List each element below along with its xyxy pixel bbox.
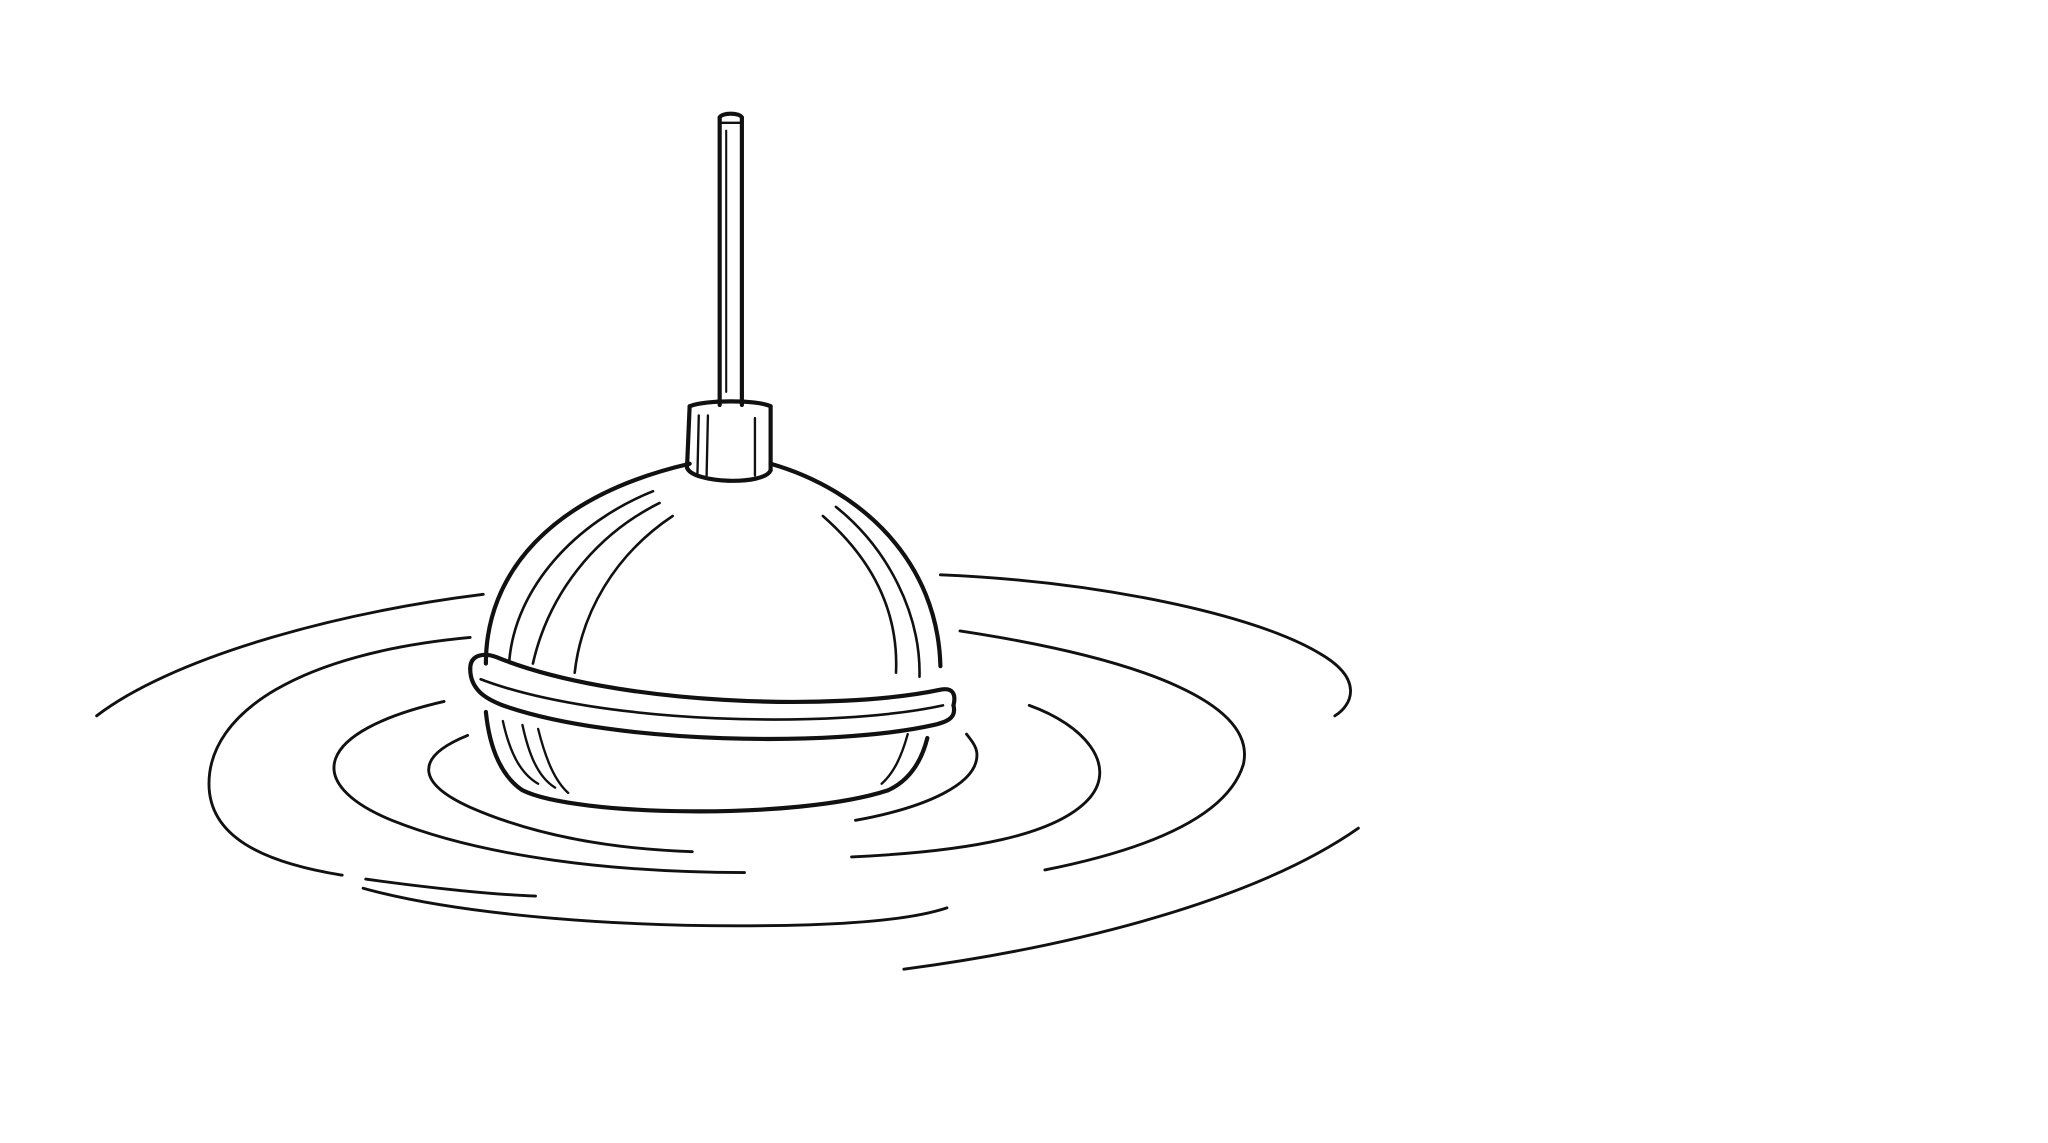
water-ripples xyxy=(95,573,1360,971)
lower-hull-shade-1 xyxy=(501,719,540,785)
ripple-outer-right xyxy=(938,573,1352,718)
lower-hull-shade-3 xyxy=(536,727,570,795)
ring-inner-line xyxy=(479,677,945,721)
buoy-dome-contour-3 xyxy=(573,514,674,675)
buoy-dome-contour-4 xyxy=(821,514,898,675)
buoy-dome-contour-5 xyxy=(834,505,921,678)
ripple-third-mid xyxy=(364,877,537,898)
collar-left xyxy=(684,404,692,470)
buoy-collar xyxy=(684,399,773,483)
ripple-outer-bottom-right xyxy=(902,826,1360,971)
ripple-second-right xyxy=(850,703,1102,859)
buoy-lower-hull xyxy=(483,709,930,814)
buoy-ring xyxy=(468,652,957,742)
ring-top-edge xyxy=(468,652,957,708)
ripple-outer-bottom-left xyxy=(361,886,949,928)
ripple-third-right xyxy=(958,629,1246,872)
lower-hull-shade-4 xyxy=(880,732,909,785)
collar-shade-1 xyxy=(696,414,700,475)
collar-top xyxy=(687,399,773,409)
lower-hull-shade-2 xyxy=(521,723,557,789)
buoy-dome-outline xyxy=(483,461,943,669)
collar-shade-2 xyxy=(705,414,710,477)
buoy-dome-contour-2 xyxy=(531,501,661,665)
ripple-third-left xyxy=(207,636,472,877)
buoy-antenna xyxy=(717,111,744,408)
collar-bottom xyxy=(684,465,773,483)
ripple-inner-left xyxy=(427,733,694,854)
antenna-cap xyxy=(717,111,744,120)
buoy-dome-contour-1 xyxy=(508,489,655,661)
lower-hull-outline xyxy=(483,709,930,814)
ring-bottom-edge xyxy=(468,666,957,742)
buoy-body xyxy=(483,461,943,678)
ripple-second-left xyxy=(332,700,746,874)
ripple-inner-right xyxy=(854,732,979,822)
ripple-outer-left xyxy=(95,592,485,718)
